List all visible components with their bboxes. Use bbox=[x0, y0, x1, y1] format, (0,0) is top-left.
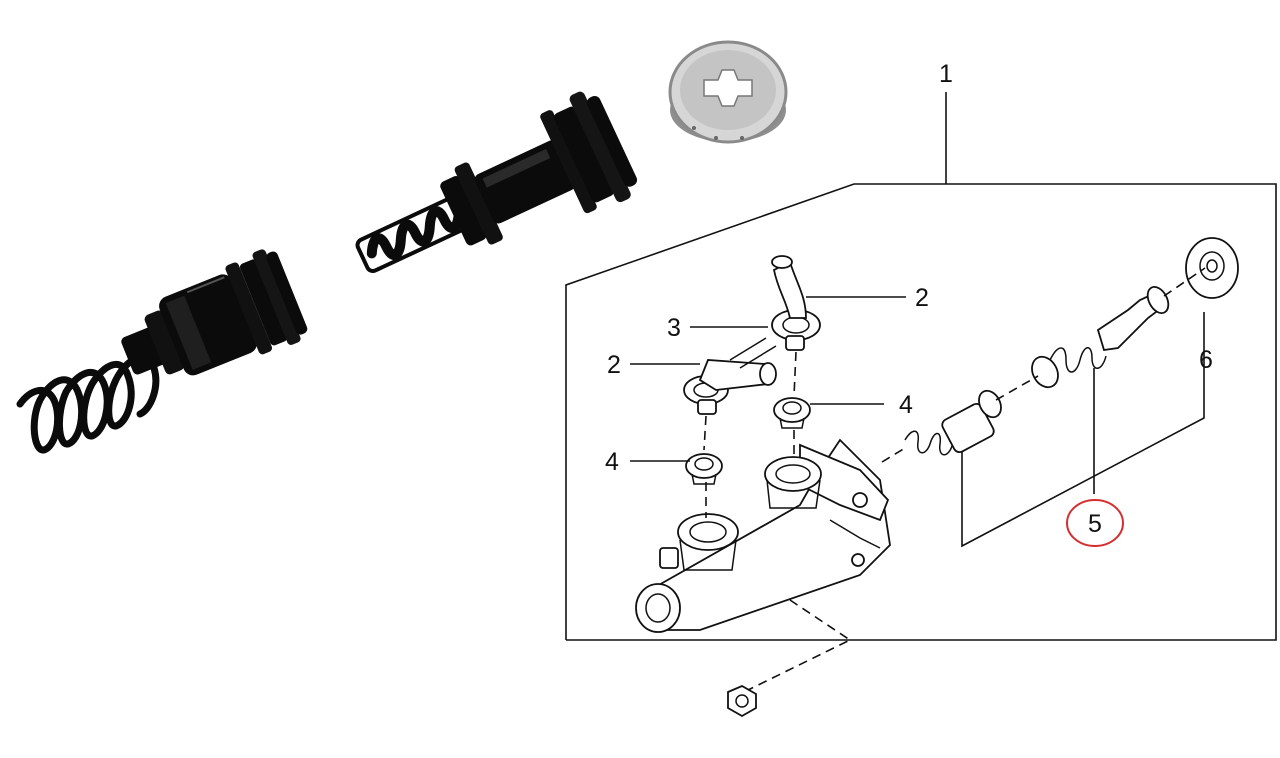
photo-metal-washer bbox=[668, 40, 788, 144]
boot-cap-diagram bbox=[1185, 237, 1239, 299]
photo-piston-left bbox=[121, 249, 308, 376]
callout-3: 3 bbox=[667, 314, 681, 342]
callout-2-upper: 2 bbox=[915, 284, 929, 312]
highlight-circle-5 bbox=[1066, 499, 1124, 547]
grommet-left bbox=[685, 453, 723, 485]
assembly-dashed-lines bbox=[703, 267, 1206, 691]
cylinder-body bbox=[635, 438, 891, 633]
callout-2-lower: 2 bbox=[607, 351, 621, 379]
leader-lines bbox=[630, 296, 1205, 548]
photo-spring-left bbox=[16, 353, 160, 454]
callout-4-right: 4 bbox=[899, 391, 913, 419]
callout-6: 6 bbox=[1199, 346, 1213, 374]
fitting-right bbox=[729, 255, 821, 369]
grommet-right bbox=[773, 397, 811, 429]
fitting-left bbox=[683, 359, 777, 415]
piston-assembly-diagram bbox=[904, 286, 1170, 456]
port-right bbox=[764, 456, 822, 509]
callout-4-left: 4 bbox=[605, 448, 619, 476]
diagram-frame bbox=[565, 92, 1277, 641]
callout-1: 1 bbox=[939, 60, 953, 88]
port-left bbox=[659, 513, 739, 571]
photo-piston-right bbox=[355, 91, 638, 274]
nut-diagram bbox=[727, 684, 757, 718]
callout-5: 5 bbox=[1088, 510, 1102, 538]
